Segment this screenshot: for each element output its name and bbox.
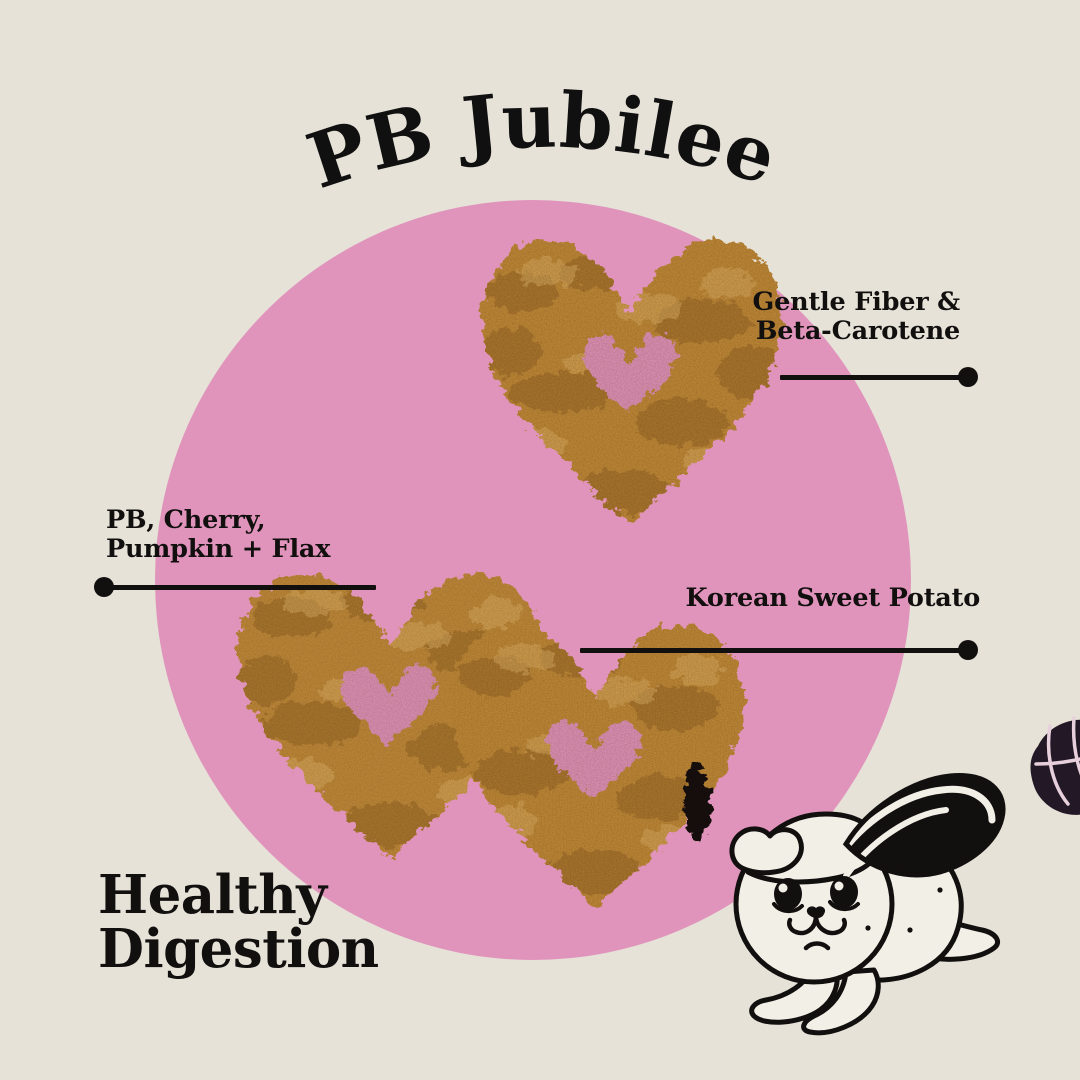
leader-knob <box>958 367 978 387</box>
mascot-nose <box>806 906 826 919</box>
heart-treat-bottom-right <box>426 600 766 930</box>
mascot-freckles <box>851 847 943 933</box>
mascot-mouth <box>803 941 831 951</box>
leader-line-gentle-fiber <box>780 367 978 387</box>
leader-knob <box>958 640 978 660</box>
leader-bar <box>104 585 376 590</box>
leader-bar <box>780 375 962 380</box>
callout-label-gentle-fiber: Gentle Fiber & Beta-Carotene <box>752 287 961 346</box>
dog-mascot <box>696 752 1026 1042</box>
mascot-eye-left <box>774 878 802 910</box>
svg-text:PB Jubilee: PB Jubilee <box>297 78 788 198</box>
heart-treat-top <box>452 212 812 542</box>
mascot-eye-right <box>830 876 858 908</box>
headline-healthy-digestion: Healthy Digestion <box>98 864 379 981</box>
mascot-ear <box>834 773 1006 879</box>
leader-bar <box>580 648 964 653</box>
mascot-face <box>772 876 860 951</box>
mascot-cap-pompom <box>729 826 804 876</box>
callout-label-pb-cherry: PB, Cherry, Pumpkin + Flax <box>106 505 331 564</box>
leader-line-korean-sweet-potato <box>580 640 980 660</box>
leader-line-pb-cherry <box>94 577 384 597</box>
callout-label-korean-sweet-potato: Korean Sweet Potato <box>685 583 981 613</box>
page-title: PB Jubilee <box>0 78 1080 198</box>
page-title-text: PB Jubilee <box>297 78 787 198</box>
paw-ornament <box>1016 706 1080 821</box>
mascot-front-leg-2 <box>801 967 881 1036</box>
